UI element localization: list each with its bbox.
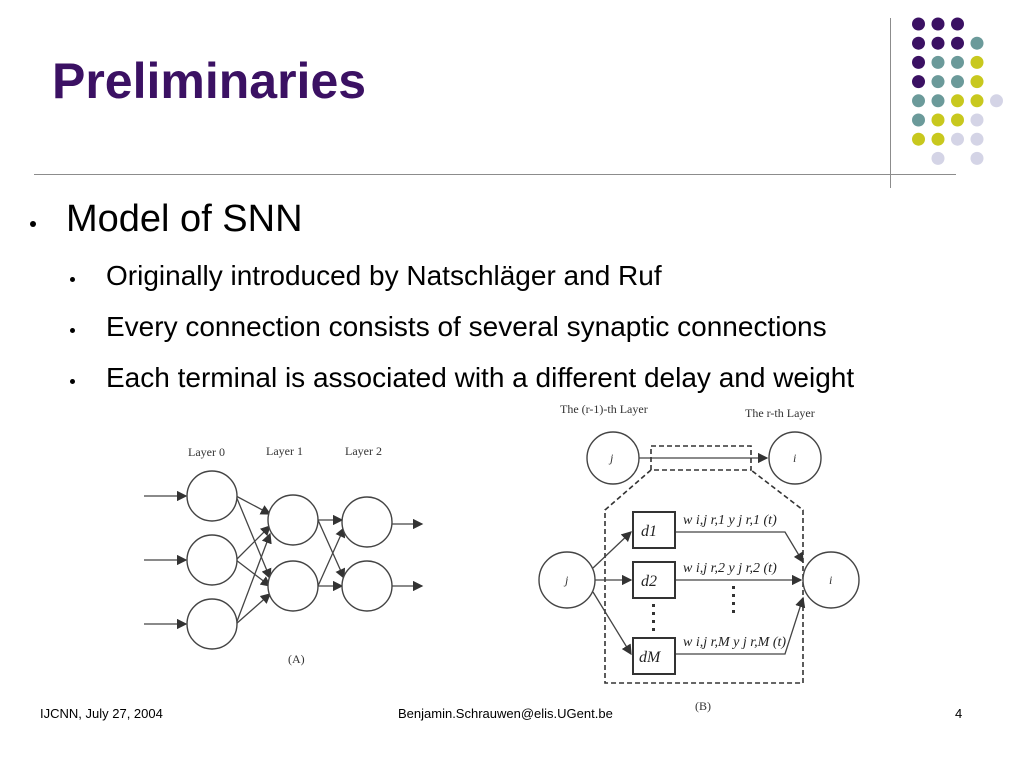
delay-box-2 <box>632 561 676 599</box>
term-2: w i,j r,2 y j r,2 (t) <box>683 561 777 576</box>
decorative-dot <box>970 75 984 89</box>
decorative-dot <box>931 94 945 108</box>
decorative-dot <box>951 75 964 89</box>
delay-box-1 <box>632 511 676 549</box>
layer1-neuron <box>267 560 319 612</box>
delay-box-m <box>632 637 676 675</box>
decorative-dot <box>931 132 945 146</box>
layer-2-label: Layer 2 <box>345 444 382 458</box>
decorative-dot <box>951 55 964 69</box>
decorative-dot <box>912 36 925 50</box>
prev-layer-label: The (r-1)-th Layer <box>560 402 648 416</box>
decorative-dot <box>912 55 925 69</box>
decorative-dot <box>912 17 925 31</box>
horizontal-divider <box>34 174 956 175</box>
bullet-dot-icon <box>30 221 36 227</box>
figure-a-caption: (A) <box>288 652 305 666</box>
decorative-dot <box>931 75 945 89</box>
layer-1-label: Layer 1 <box>266 444 303 458</box>
slide-title: Preliminaries <box>52 53 367 109</box>
delay-label-2: d2 <box>641 573 657 590</box>
layer0-neuron <box>186 598 238 650</box>
decorative-dot <box>912 75 925 89</box>
decorative-dot <box>931 17 945 31</box>
figure-b-caption: (B) <box>695 699 711 713</box>
curr-layer-label: The r-th Layer <box>745 406 815 420</box>
delay-label-m: dM <box>639 649 662 666</box>
node-i-top-label: i <box>793 451 796 465</box>
decorative-dot <box>951 113 964 127</box>
bullet-dot-icon <box>70 379 75 384</box>
decorative-dot <box>931 151 945 165</box>
decorative-dot <box>990 94 1003 108</box>
decorative-dot-grid <box>912 17 1003 165</box>
bullet-dot-icon <box>70 277 75 282</box>
decorative-dot <box>951 94 964 108</box>
decorative-dot <box>931 36 945 50</box>
bullet-sub-3: Each terminal is associated with a diffe… <box>26 361 996 395</box>
decorative-dot <box>912 113 925 127</box>
decorative-dot <box>931 113 945 127</box>
layer2-neuron <box>341 496 393 548</box>
bullet-sub-text: Every connection consists of several syn… <box>106 311 827 342</box>
layer-0-label: Layer 0 <box>188 445 225 459</box>
decorative-dot <box>951 17 964 31</box>
term-m: w i,j r,M y j r,M (t) <box>683 635 786 650</box>
layer2-neuron <box>341 560 393 612</box>
decorative-dot <box>931 55 945 69</box>
bullet-main-text: Model of SNN <box>66 198 303 240</box>
node-i-bottom-label: i <box>829 573 832 587</box>
bullet-sub-text: Originally introduced by Natschläger and… <box>106 260 662 291</box>
layer0-neuron <box>186 534 238 586</box>
bullet-list: Model of SNN Originally introduced by Na… <box>26 196 996 395</box>
bullet-dot-icon <box>70 328 75 333</box>
decorative-dot <box>970 151 984 165</box>
footer-page-number: 4 <box>955 706 963 721</box>
bullet-sub-2: Every connection consists of several syn… <box>26 310 996 344</box>
term-1: w i,j r,1 y j r,1 (t) <box>683 513 777 528</box>
decorative-dot <box>951 132 964 146</box>
decorative-dot <box>970 36 984 50</box>
node-j-top-label: j <box>608 451 614 465</box>
bullet-main: Model of SNN <box>26 196 996 242</box>
decorative-dot <box>970 94 984 108</box>
vertical-divider <box>890 18 891 188</box>
decorative-dot <box>951 36 964 50</box>
layer1-neuron <box>267 494 319 546</box>
neuron-i-bottom <box>802 551 860 609</box>
figure-b-synapse-diagram: The (r-1)-th Layer The r-th Layer j i j … <box>538 402 860 713</box>
node-j-bottom-label: j <box>563 573 569 587</box>
neuron-i-top <box>768 431 822 485</box>
decorative-dot <box>912 94 925 108</box>
bullet-sub-1: Originally introduced by Natschläger and… <box>26 259 996 293</box>
decorative-dot <box>970 113 984 127</box>
bullet-sub-text: Each terminal is associated with a diffe… <box>106 362 855 393</box>
layer0-neuron <box>186 470 238 522</box>
delay-label-1: d1 <box>641 523 657 540</box>
footer-conference: IJCNN, July 27, 2004 <box>40 706 163 721</box>
footer-email: Benjamin.Schrauwen@elis.UGent.be <box>398 706 613 721</box>
decorative-dot <box>970 132 984 146</box>
decorative-dot <box>912 132 925 146</box>
figure-a-network-diagram: Layer 0 Layer 1 Layer 2 (A) <box>144 444 424 666</box>
decorative-dot <box>970 55 984 69</box>
